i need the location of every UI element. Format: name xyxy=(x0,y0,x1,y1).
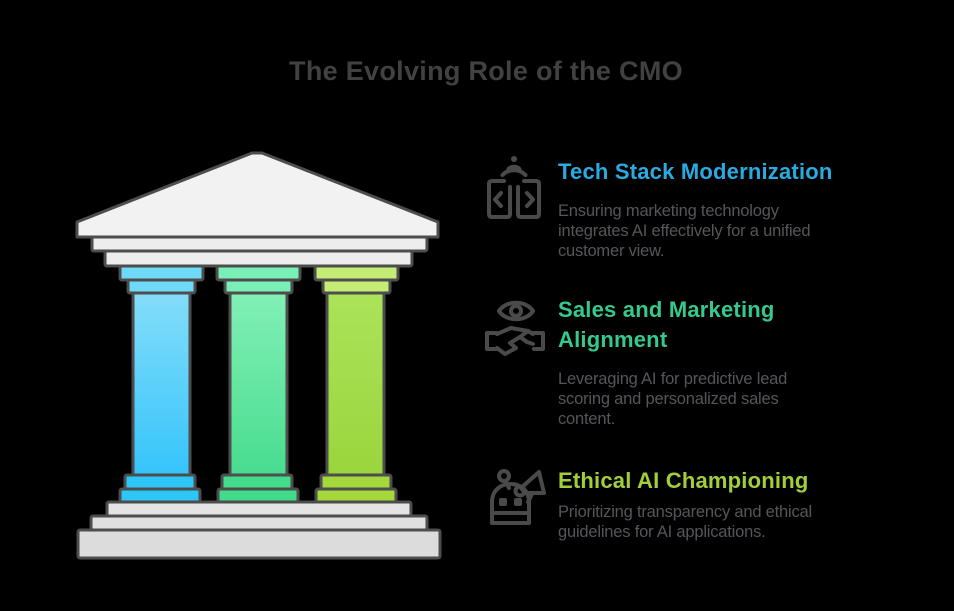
pillar-lime-capital xyxy=(313,264,400,282)
pillar-green-capital xyxy=(215,264,302,282)
pillar-green-capital-step xyxy=(223,278,294,295)
pillar-green-shaft xyxy=(228,291,289,477)
section-body-ethical-ai: Prioritizing transparency and ethical gu… xyxy=(558,502,878,542)
section-heading-sales-alignment: Sales and Marketing Alignment xyxy=(558,295,878,355)
heading-line: Tech Stack Modernization xyxy=(558,159,833,184)
body-line: Leveraging AI for predictive lead xyxy=(558,370,788,388)
pillar-green-base xyxy=(216,487,300,504)
step-top xyxy=(105,500,413,518)
heading-line: Sales and Marketing xyxy=(558,297,775,322)
entablature-top xyxy=(90,235,429,253)
body-line: Ensuring marketing technology xyxy=(558,202,779,220)
pillar-blue-capital xyxy=(118,264,205,282)
pillar-blue-shaft xyxy=(131,291,192,477)
eye-handshake-icon xyxy=(485,300,545,356)
pillar-green-base-step xyxy=(220,473,294,491)
heading-line: Ethical AI Championing xyxy=(558,468,809,493)
pediment xyxy=(75,151,440,239)
body-line: Prioritizing transparency and ethical xyxy=(558,503,812,521)
body-line: scoring and personalized sales xyxy=(558,390,779,408)
body-line: integrates AI effectively for a unified xyxy=(558,222,811,240)
section-heading-tech-stack: Tech Stack Modernization xyxy=(558,157,878,187)
pillar-blue-capital-step xyxy=(126,278,197,295)
pillar-lime-shaft xyxy=(325,291,386,477)
pillar-lime-capital-step xyxy=(321,278,392,295)
entablature-bottom xyxy=(103,249,414,268)
temple-illustration xyxy=(75,151,442,560)
section-body-tech-stack: Ensuring marketing technology integrates… xyxy=(558,201,878,261)
pillar-lime-base xyxy=(314,487,398,504)
pillar-blue-base-step xyxy=(123,473,197,491)
section-heading-ethical-ai: Ethical AI Championing xyxy=(558,466,878,496)
code-broadcast-icon xyxy=(487,156,541,219)
heading-line: Alignment xyxy=(558,327,668,352)
section-body-sales-alignment: Leveraging AI for predictive lead scorin… xyxy=(558,369,878,429)
step-middle xyxy=(89,514,429,532)
page-title: The Evolving Role of the CMO xyxy=(289,56,683,86)
body-line: guidelines for AI applications. xyxy=(558,523,766,541)
step-bottom xyxy=(76,528,442,560)
robot-megaphone-icon xyxy=(490,469,546,525)
pillar-blue-base xyxy=(118,487,202,504)
body-line: customer view. xyxy=(558,242,665,260)
pillar-lime-base-step xyxy=(319,473,393,491)
body-line: content. xyxy=(558,410,616,428)
